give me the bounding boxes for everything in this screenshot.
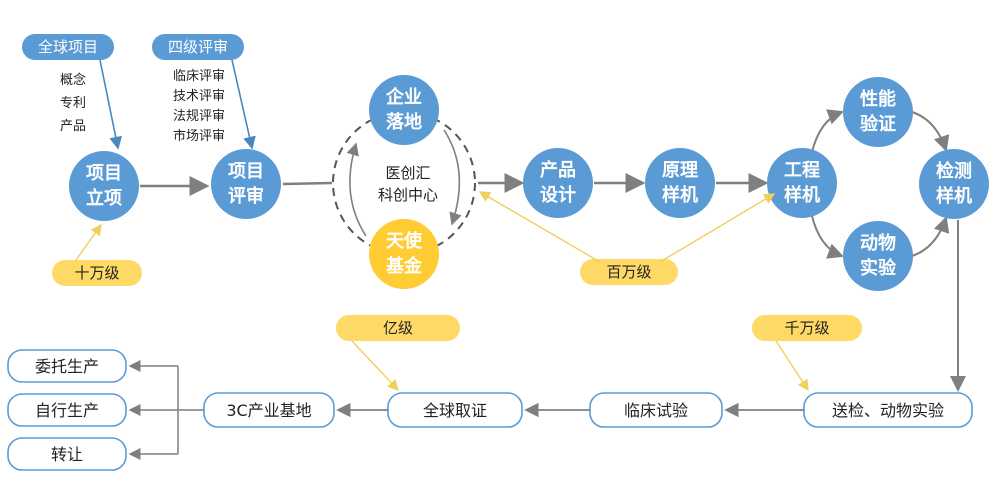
pill-transfer-label: 转让 [51, 445, 83, 464]
node-engineering-prototype: 工程 样机 [767, 148, 837, 218]
node-project-review: 项目 评审 [211, 149, 281, 219]
node-angel-fund-line2: 基金 [385, 255, 423, 277]
center-label-line1: 医创汇 [385, 164, 430, 182]
pill-global-certification: 全球取证 [387, 392, 523, 428]
funding-hundred-million-label: 亿级 [383, 319, 413, 337]
arrow-ring-right [443, 129, 462, 226]
arrow-performance-to-test [911, 111, 950, 152]
node-enterprise-landing-line1: 企业 [385, 86, 422, 108]
node-test-prototype: 检测 样机 [919, 149, 989, 219]
funding-million-label: 百万级 [606, 263, 651, 281]
funding-ten-million-label: 千万级 [784, 319, 829, 337]
node-test-prototype-line1: 检测 [936, 160, 972, 182]
funding-hundred-thousand: 十万级 [52, 260, 142, 286]
node-product-design-line2: 设计 [540, 184, 576, 206]
pill-self-production-label: 自行生产 [35, 401, 99, 420]
pill-3c-base: 3C产业基地 [203, 392, 335, 428]
arrow-ten-million [775, 340, 809, 392]
node-angel-fund: 天使 基金 [369, 219, 439, 289]
pill-consigned-production-label: 委托生产 [35, 357, 99, 376]
project-note: 专利 [60, 96, 86, 111]
arrow-tag-to-setup [99, 59, 123, 150]
node-animal-experiment-line1: 动物 [860, 232, 896, 254]
node-engineering-prototype-line1: 工程 [784, 160, 820, 181]
funding-hundred-thousand-label: 十万级 [74, 264, 119, 282]
node-prototype-line2: 样机 [662, 184, 698, 206]
review-note: 技术评审 [173, 89, 225, 104]
tag-four-level-review-label: 四级评审 [168, 38, 228, 56]
center-label-line2: 科创中心 [378, 186, 438, 204]
node-performance-validation-line2: 验证 [860, 113, 896, 135]
project-note: 产品 [60, 119, 86, 134]
node-enterprise-landing: 企业 落地 [369, 75, 439, 145]
review-notes: 临床评审 技术评审 法规评审 市场评审 [173, 69, 225, 144]
review-note: 临床评审 [173, 69, 225, 84]
funding-ten-million: 千万级 [752, 315, 862, 341]
node-performance-validation-line1: 性能 [860, 88, 896, 110]
node-product-design-line1: 产品 [540, 159, 576, 181]
tag-global-project-label: 全球项目 [38, 38, 98, 56]
center-dashed-ring [332, 111, 476, 255]
pill-global-certification-label: 全球取证 [423, 401, 487, 420]
review-note: 法规评审 [173, 109, 225, 124]
project-notes: 概念 专利 产品 [60, 72, 86, 134]
node-engineering-prototype-line2: 样机 [784, 184, 820, 206]
node-enterprise-landing-line2: 落地 [386, 111, 422, 133]
pill-consigned-production: 委托生产 [7, 349, 127, 383]
node-test-prototype-line2: 样机 [936, 185, 972, 207]
pill-clinical-trial: 临床试验 [589, 392, 723, 428]
node-prototype: 原理 样机 [645, 148, 715, 218]
pill-clinical-trial-label: 临床试验 [624, 401, 688, 420]
arrow-review-to-center [282, 181, 333, 186]
funding-million: 百万级 [580, 259, 678, 285]
node-project-setup: 项目 立项 [69, 151, 139, 221]
pill-self-production: 自行生产 [7, 393, 127, 427]
pill-3c-base-label: 3C产业基地 [226, 401, 311, 420]
arrow-million-to-engineering [659, 193, 776, 263]
node-project-review-line1: 项目 [228, 161, 264, 182]
pill-inspection-animal-label: 送检、动物实验 [832, 401, 944, 420]
arrow-engineering-to-performance [811, 109, 844, 153]
arrow-hundred-million [351, 340, 399, 392]
node-project-setup-line2: 立项 [86, 187, 122, 209]
review-note: 市场评审 [173, 128, 225, 144]
node-project-setup-line1: 项目 [86, 163, 122, 184]
node-performance-validation: 性能 验证 [843, 77, 913, 147]
project-note: 概念 [60, 72, 86, 88]
arrow-ring-left [346, 142, 367, 237]
pill-inspection-animal: 送检、动物实验 [803, 392, 973, 428]
arrow-animal-to-test [911, 216, 950, 257]
node-project-review-line2: 评审 [228, 185, 264, 207]
tag-global-project: 全球项目 [22, 34, 114, 60]
funding-hundred-million: 亿级 [336, 315, 460, 341]
pill-transfer: 转让 [7, 437, 127, 471]
node-angel-fund-line1: 天使 [386, 231, 423, 252]
node-animal-experiment-line2: 实验 [860, 257, 897, 279]
arrow-tag-to-review [231, 59, 256, 150]
node-animal-experiment: 动物 实验 [843, 221, 913, 291]
arrow-million-to-center [478, 191, 601, 263]
node-product-design: 产品 设计 [523, 148, 593, 218]
arrow-hundred-thousand [75, 223, 102, 261]
node-prototype-line1: 原理 [662, 160, 698, 181]
arrow-engineering-to-animal [811, 215, 844, 259]
tag-four-level-review: 四级评审 [152, 34, 244, 60]
